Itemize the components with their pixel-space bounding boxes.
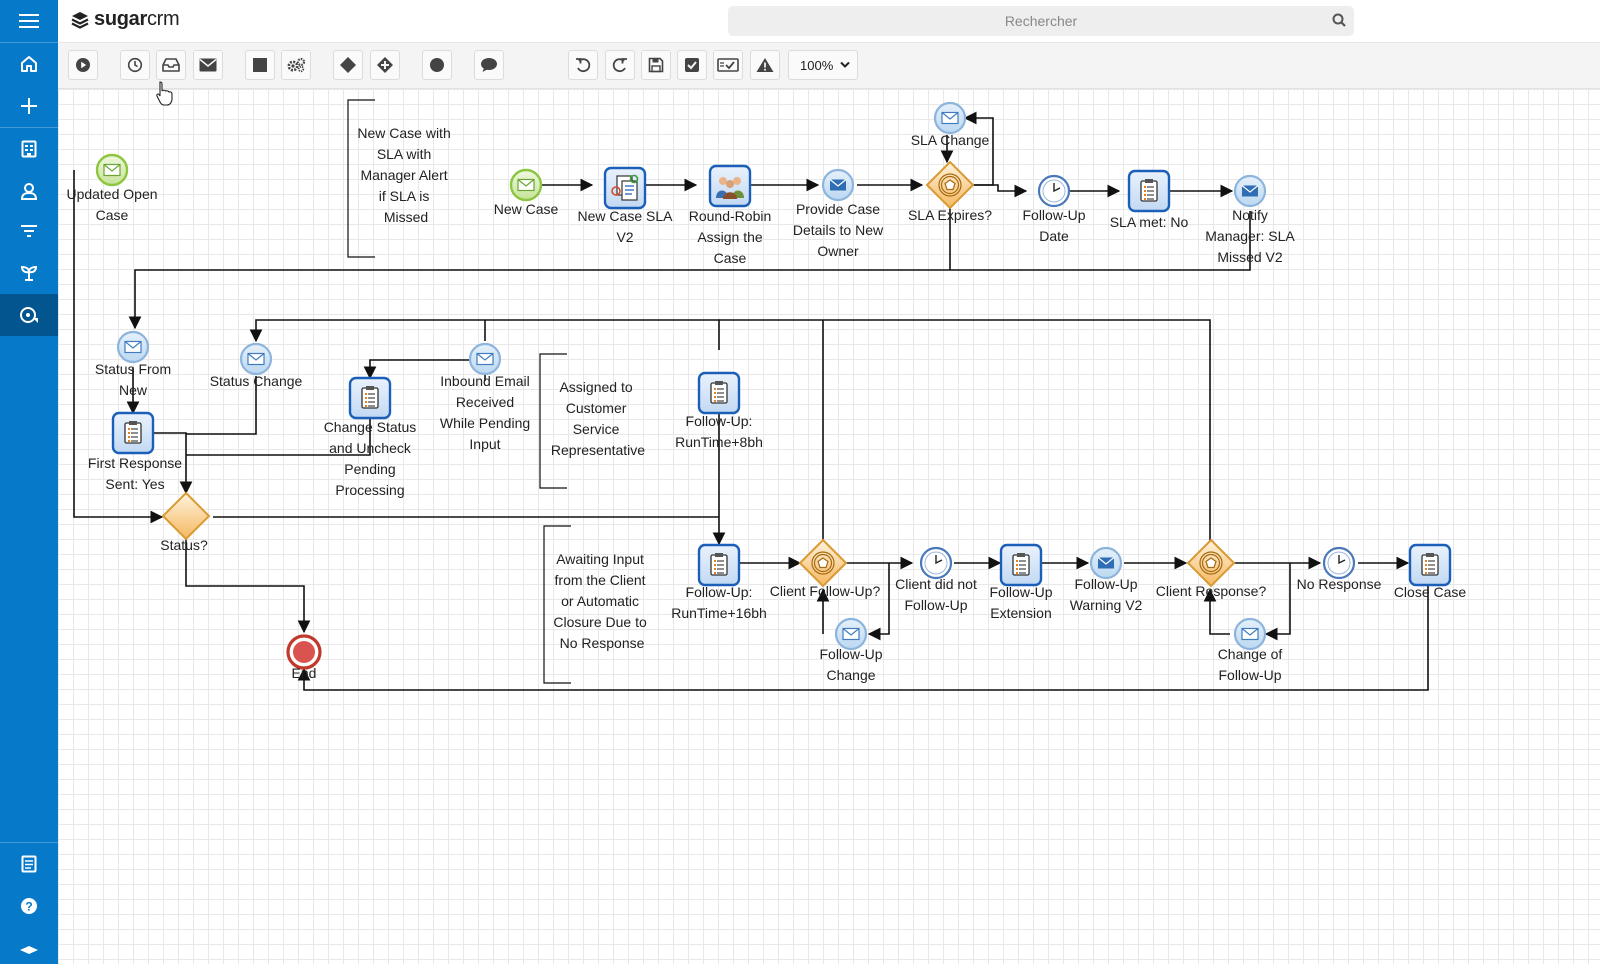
sugarcrm-logo[interactable]: sugarcrm xyxy=(70,8,180,31)
filter-icon[interactable] xyxy=(0,211,58,253)
message-inbound-email[interactable] xyxy=(468,342,502,376)
timer-follow-up-date[interactable] xyxy=(1037,174,1071,208)
plant-icon[interactable] xyxy=(0,252,58,294)
task-follow-up-8bh[interactable] xyxy=(697,371,741,415)
mail-icon[interactable] xyxy=(193,50,223,80)
comment-icon[interactable] xyxy=(474,50,504,80)
plus-icon[interactable] xyxy=(0,85,58,127)
end-event[interactable] xyxy=(286,634,322,670)
message-sla-change[interactable] xyxy=(933,101,967,135)
logo-icon xyxy=(71,11,89,29)
search-input[interactable]: Rechercher xyxy=(728,6,1354,36)
gears-icon[interactable] xyxy=(281,50,311,80)
process-icon[interactable] xyxy=(0,294,58,336)
validate-icon[interactable] xyxy=(713,50,743,80)
task-sla-met-no[interactable] xyxy=(1127,169,1171,213)
message-follow-up-change[interactable] xyxy=(834,617,868,651)
diamond-plus-icon[interactable] xyxy=(370,50,400,80)
help-icon[interactable]: ? xyxy=(0,885,58,927)
document-icon[interactable] xyxy=(0,843,58,885)
timer-no-response[interactable] xyxy=(1322,546,1356,580)
check-icon[interactable] xyxy=(677,50,707,80)
message-follow-up-warning[interactable] xyxy=(1089,546,1123,580)
diamond-icon[interactable] xyxy=(333,50,363,80)
search-placeholder: Rechercher xyxy=(1004,13,1078,29)
warning-icon[interactable] xyxy=(750,50,780,80)
square-icon[interactable] xyxy=(245,50,275,80)
start-event-updated-open-case[interactable] xyxy=(95,153,129,187)
top-bar: sugarcrm Rechercher xyxy=(58,0,1600,43)
zoom-select[interactable]: 100% xyxy=(788,50,858,80)
clock-icon[interactable] xyxy=(120,50,150,80)
gateway-client-follow-up[interactable] xyxy=(798,538,848,588)
task-close-case[interactable] xyxy=(1408,543,1452,587)
start-event-new-case[interactable] xyxy=(509,168,543,202)
designer-toolbar: 100% xyxy=(58,43,1600,89)
redo-icon[interactable] xyxy=(605,50,635,80)
message-provide-case-details[interactable] xyxy=(821,168,855,202)
svg-text:?: ? xyxy=(25,900,32,914)
brand-name: sugarcrm xyxy=(94,8,180,30)
undo-icon[interactable] xyxy=(568,50,598,80)
task-follow-up-16bh[interactable] xyxy=(697,543,741,587)
gateway-client-response[interactable] xyxy=(1186,538,1236,588)
message-notify-manager[interactable] xyxy=(1233,174,1267,208)
gateway-status[interactable] xyxy=(161,491,211,541)
timer-client-did-not-follow-up[interactable] xyxy=(919,546,953,580)
sidebar: ? xyxy=(0,0,58,964)
user-icon[interactable] xyxy=(0,170,58,212)
menu-icon[interactable] xyxy=(0,0,58,42)
task-follow-up-extension[interactable] xyxy=(999,543,1043,587)
task-change-status[interactable] xyxy=(348,376,392,420)
message-status-change[interactable] xyxy=(239,342,273,376)
gateway-sla-expires[interactable] xyxy=(925,160,975,210)
save-icon[interactable] xyxy=(641,50,671,80)
zoom-value: 100% xyxy=(800,57,834,73)
task-first-response[interactable] xyxy=(111,411,155,455)
task-new-case-sla[interactable] xyxy=(603,166,647,210)
message-change-of-follow-up[interactable] xyxy=(1233,617,1267,651)
calendar-icon[interactable] xyxy=(0,128,58,170)
task-round-robin[interactable] xyxy=(708,164,752,208)
process-canvas[interactable] xyxy=(58,89,1600,964)
inbox-icon[interactable] xyxy=(156,50,186,80)
search-icon[interactable] xyxy=(1332,13,1346,27)
diagram-nodes xyxy=(95,101,1452,670)
message-status-from-new[interactable] xyxy=(116,330,150,364)
run-icon[interactable] xyxy=(68,50,98,80)
graduation-icon[interactable] xyxy=(0,926,58,968)
circle-icon[interactable] xyxy=(422,50,452,80)
home-icon[interactable] xyxy=(0,43,58,85)
chevron-down-icon xyxy=(840,61,850,68)
